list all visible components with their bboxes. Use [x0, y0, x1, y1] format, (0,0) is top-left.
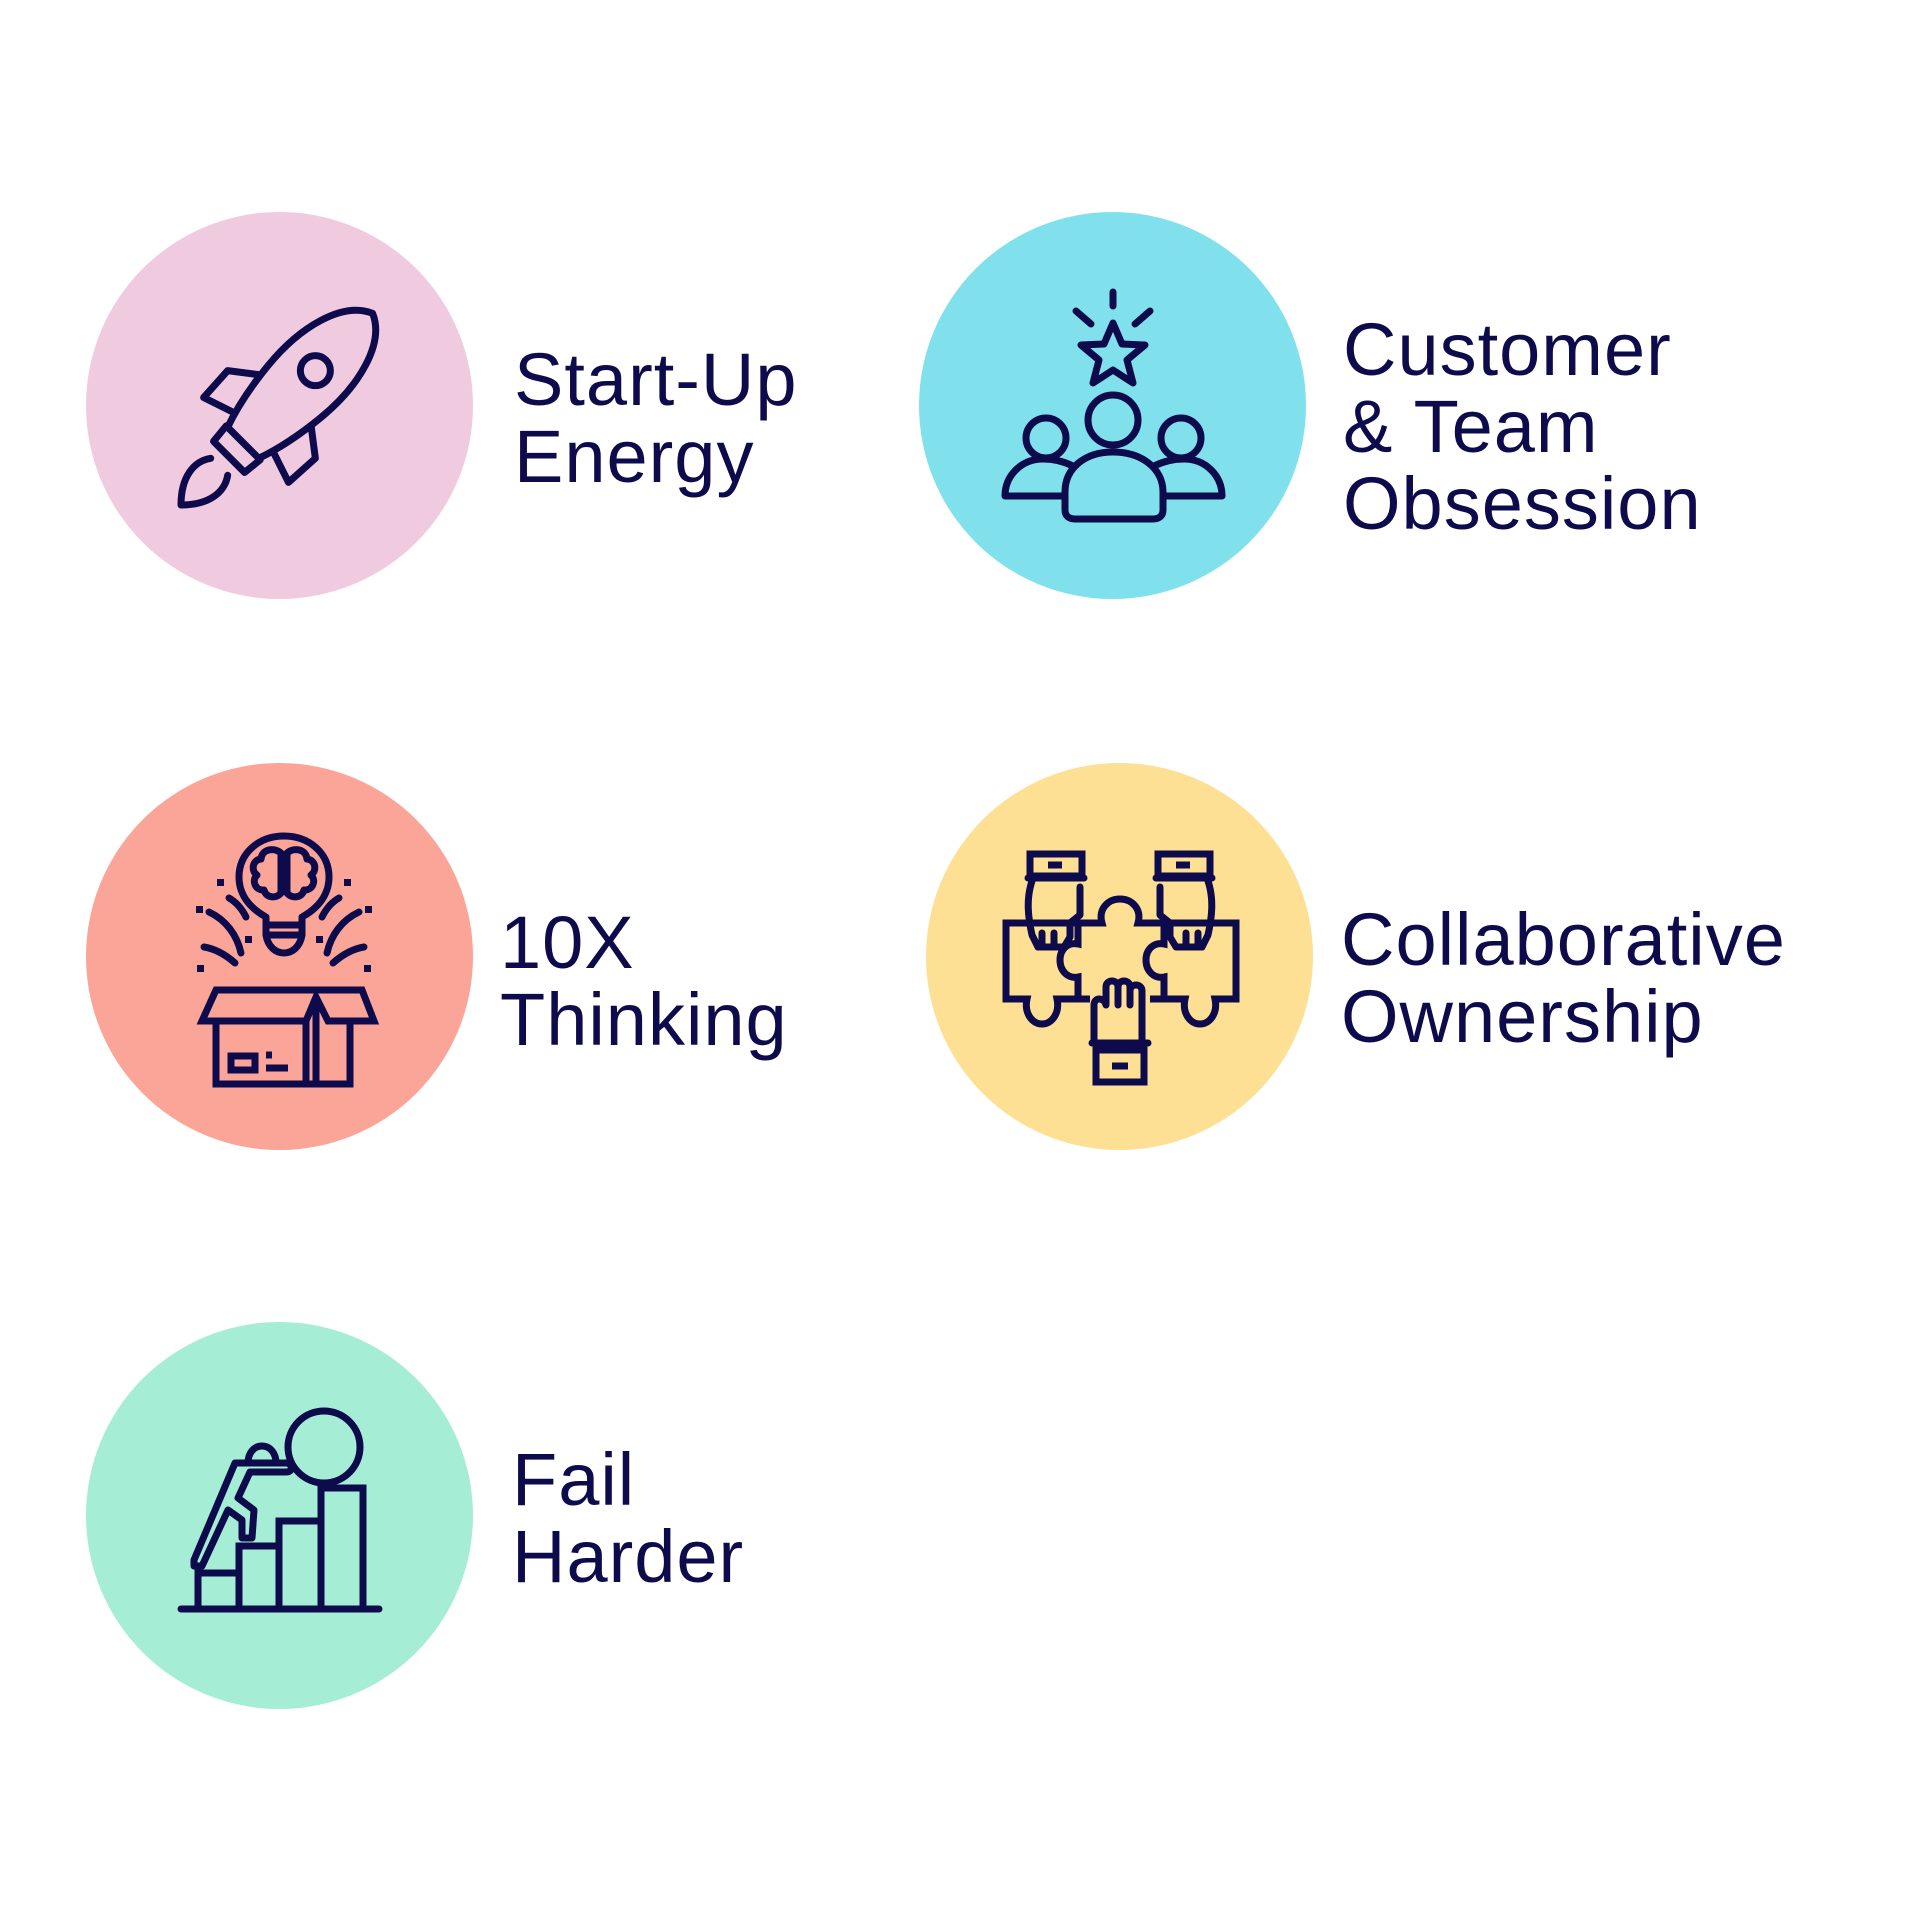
rocket-icon: [177, 306, 379, 508]
value-label: Collaborative Ownership: [1341, 901, 1786, 1055]
lightbulb-box-icon: [195, 832, 379, 1087]
value-label-line: Ownership: [1341, 975, 1704, 1058]
value-label-line: & Team: [1343, 385, 1599, 468]
value-label: Start-Up Energy: [514, 341, 798, 495]
value-label-line: Obsession: [1343, 462, 1702, 545]
team-star-icon: [1001, 288, 1225, 522]
value-label-line: Harder: [512, 1515, 745, 1598]
puzzle-hands-icon: [1002, 850, 1239, 1085]
icon-circle: [86, 1322, 473, 1709]
value-label: Fail Harder: [512, 1441, 744, 1595]
value-label-line: Customer: [1343, 308, 1672, 391]
value-label-line: Energy: [514, 415, 755, 498]
value-label-line: Collaborative: [1341, 898, 1786, 981]
value-label-line: Start-Up: [514, 338, 798, 421]
value-label-line: 10X: [500, 901, 635, 984]
value-label-line: Fail: [512, 1438, 636, 1521]
value-label: 10X Thinking: [500, 904, 788, 1058]
icon-circle: [919, 212, 1306, 599]
icon-circle: [86, 212, 473, 599]
icon-circle: [926, 763, 1313, 1150]
climbing-bars-icon: [177, 1407, 382, 1612]
value-label-line: Thinking: [500, 978, 788, 1061]
icon-circle: [86, 763, 473, 1150]
value-label: Customer & Team Obsession: [1343, 311, 1702, 542]
